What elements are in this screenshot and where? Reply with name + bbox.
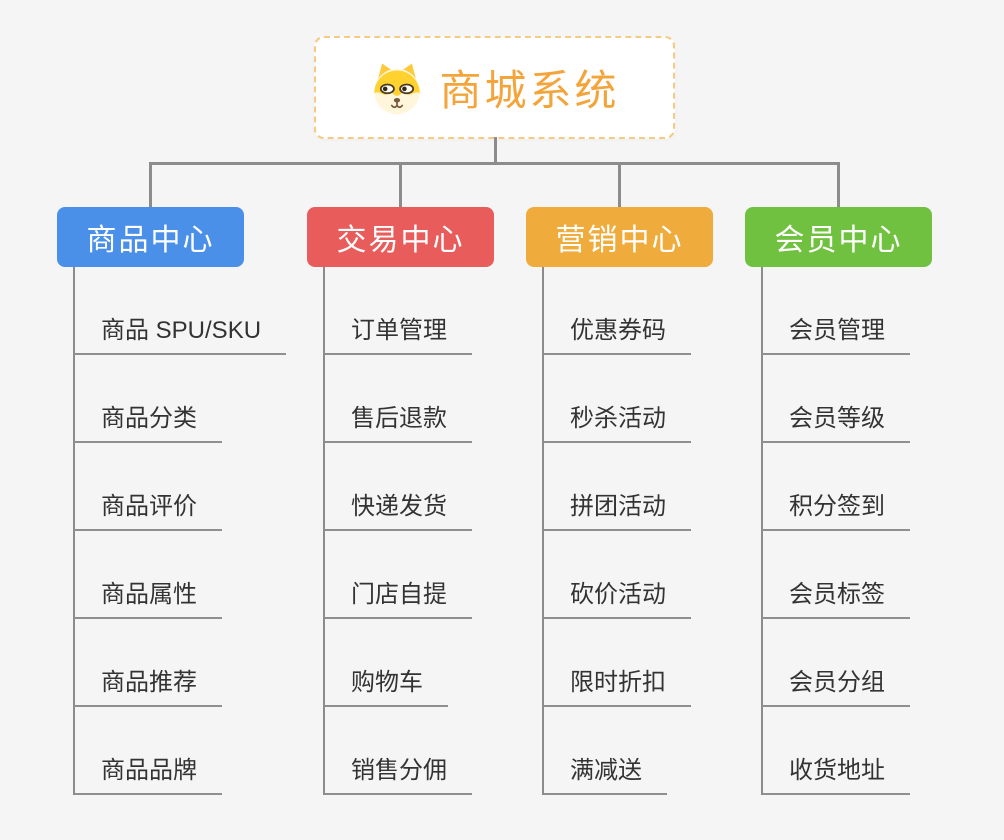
- branch-product-center: 商品中心 商品 SPU/SKU 商品分类 商品评价 商品属性 商品推荐 商品品牌: [57, 207, 287, 795]
- leaf-label: 拼团活动: [544, 486, 691, 531]
- branch-header-member-center[interactable]: 会员中心: [745, 207, 932, 267]
- leaf-label: 会员标签: [763, 574, 910, 619]
- root-node[interactable]: 商城系统: [314, 36, 675, 139]
- leaf-label: 商品分类: [75, 398, 222, 443]
- branch-header-product-center[interactable]: 商品中心: [57, 207, 244, 267]
- connector-rail: [149, 162, 840, 165]
- leaf-item[interactable]: 快递发货: [325, 443, 494, 531]
- leaf-label: 优惠券码: [544, 310, 691, 355]
- connector-drop-3: [618, 162, 621, 208]
- leaf-item[interactable]: 购物车: [325, 619, 494, 707]
- leaf-label: 会员等级: [763, 398, 910, 443]
- leaf-label: 商品品牌: [75, 750, 222, 795]
- leaf-label: 会员分组: [763, 662, 910, 707]
- leaf-item[interactable]: 拼团活动: [544, 443, 713, 531]
- branch-list-marketing-center: 优惠券码 秒杀活动 拼团活动 砍价活动 限时折扣 满减送: [542, 267, 713, 795]
- branch-marketing-center: 营销中心 优惠券码 秒杀活动 拼团活动 砍价活动 限时折扣 满减送: [526, 207, 713, 795]
- leaf-item[interactable]: 收货地址: [763, 707, 932, 795]
- leaf-item[interactable]: 商品品牌: [75, 707, 244, 795]
- leaf-label: 商品 SPU/SKU: [75, 310, 287, 355]
- leaf-label: 商品推荐: [75, 662, 222, 707]
- leaf-label: 售后退款: [325, 398, 472, 443]
- leaf-item[interactable]: 销售分佣: [325, 707, 494, 795]
- leaf-label: 秒杀活动: [544, 398, 691, 443]
- leaf-item[interactable]: 门店自提: [325, 531, 494, 619]
- leaf-item[interactable]: 会员标签: [763, 531, 932, 619]
- leaf-label: 快递发货: [325, 486, 472, 531]
- leaf-label: 积分签到: [763, 486, 910, 531]
- leaf-item[interactable]: 订单管理: [325, 267, 494, 355]
- leaf-item[interactable]: 商品属性: [75, 531, 244, 619]
- leaf-item[interactable]: 商品评价: [75, 443, 244, 531]
- leaf-label: 门店自提: [325, 574, 472, 619]
- leaf-item[interactable]: 积分签到: [763, 443, 932, 531]
- connector-drop-1: [149, 162, 152, 208]
- branch-list-trade-center: 订单管理 售后退款 快递发货 门店自提 购物车 销售分佣: [323, 267, 494, 795]
- branch-trade-center: 交易中心 订单管理 售后退款 快递发货 门店自提 购物车 销售分佣: [307, 207, 494, 795]
- leaf-label: 订单管理: [325, 310, 472, 355]
- connector-root-stem: [494, 137, 497, 163]
- leaf-item[interactable]: 会员分组: [763, 619, 932, 707]
- leaf-item[interactable]: 限时折扣: [544, 619, 713, 707]
- leaf-item[interactable]: 秒杀活动: [544, 355, 713, 443]
- shiba-dog-icon: [374, 63, 421, 114]
- leaf-label: 砍价活动: [544, 574, 691, 619]
- leaf-item[interactable]: 会员管理: [763, 267, 932, 355]
- connector-drop-4: [837, 162, 840, 208]
- leaf-label: 收货地址: [763, 750, 910, 795]
- leaf-item[interactable]: 商品 SPU/SKU: [75, 267, 287, 355]
- leaf-item[interactable]: 商品推荐: [75, 619, 244, 707]
- leaf-label: 会员管理: [763, 310, 910, 355]
- leaf-item[interactable]: 售后退款: [325, 355, 494, 443]
- connector-drop-2: [399, 162, 402, 208]
- branch-list-member-center: 会员管理 会员等级 积分签到 会员标签 会员分组 收货地址: [761, 267, 932, 795]
- leaf-label: 商品属性: [75, 574, 222, 619]
- leaf-label: 满减送: [544, 750, 667, 795]
- branch-list-product-center: 商品 SPU/SKU 商品分类 商品评价 商品属性 商品推荐 商品品牌: [73, 267, 287, 795]
- branch-header-marketing-center[interactable]: 营销中心: [526, 207, 713, 267]
- leaf-item[interactable]: 满减送: [544, 707, 713, 795]
- leaf-item[interactable]: 优惠券码: [544, 267, 713, 355]
- leaf-label: 商品评价: [75, 486, 222, 531]
- branch-header-trade-center[interactable]: 交易中心: [307, 207, 494, 267]
- leaf-item[interactable]: 砍价活动: [544, 531, 713, 619]
- leaf-item[interactable]: 会员等级: [763, 355, 932, 443]
- leaf-label: 购物车: [325, 662, 448, 707]
- root-title: 商城系统: [439, 67, 620, 114]
- branch-member-center: 会员中心 会员管理 会员等级 积分签到 会员标签 会员分组 收货地址: [745, 207, 932, 795]
- leaf-label: 限时折扣: [544, 662, 691, 707]
- leaf-label: 销售分佣: [325, 750, 472, 795]
- leaf-item[interactable]: 商品分类: [75, 355, 244, 443]
